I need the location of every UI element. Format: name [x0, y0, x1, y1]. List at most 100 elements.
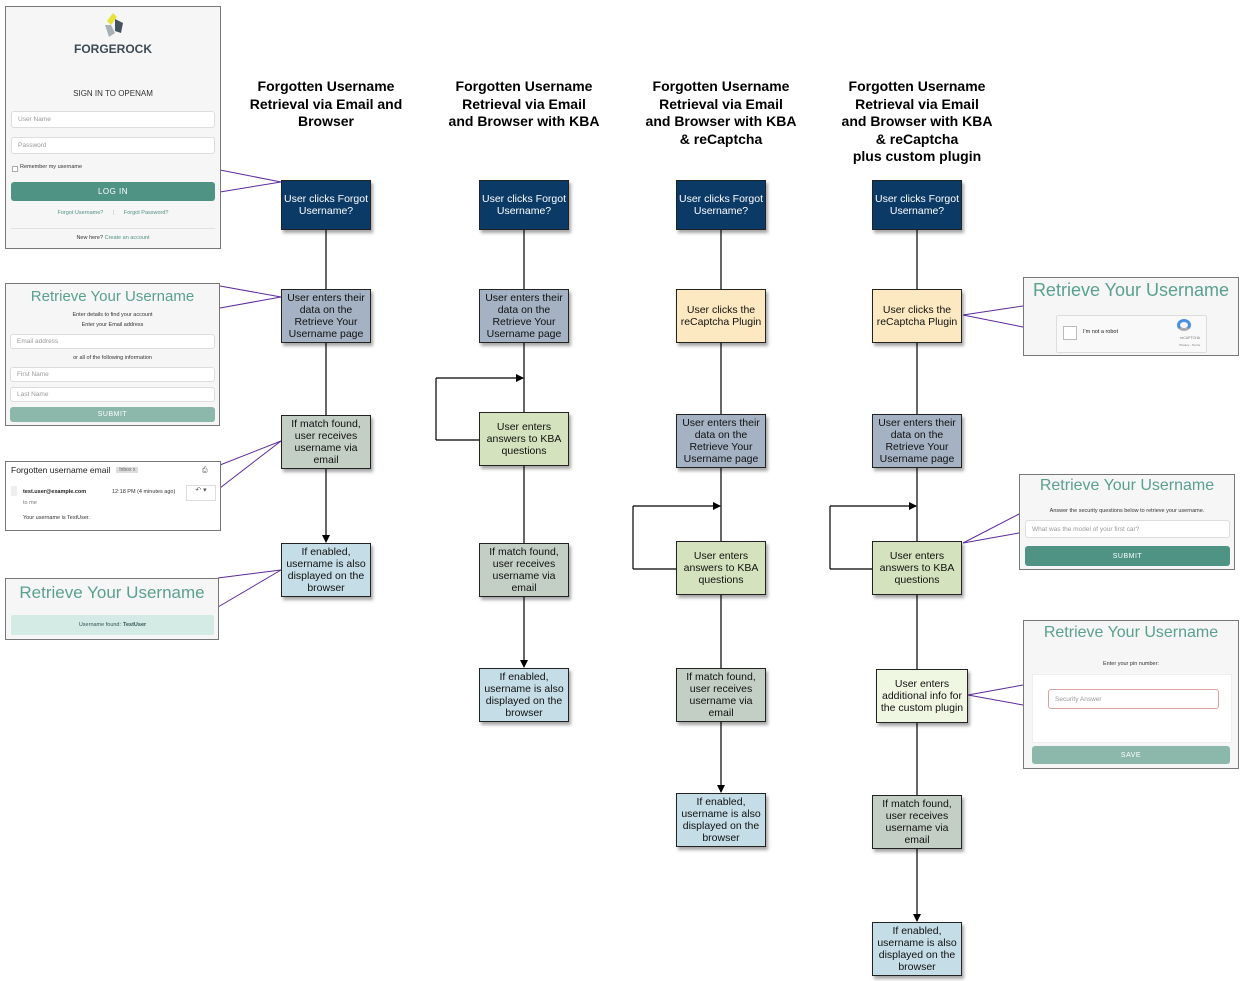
login-button[interactable]: LOG IN	[11, 182, 215, 201]
sender-avatar	[11, 486, 17, 496]
username-input[interactable]: User Name	[11, 111, 215, 128]
inbox-label[interactable]: Inbox x	[116, 467, 139, 473]
pin-panel: Security Answer	[1032, 674, 1232, 743]
screenshot-connector	[967, 684, 1024, 696]
flow-step: User clicks Forgot Username?	[676, 180, 766, 230]
captcha-screenshot: Retrieve Your Username I'm not a robot r…	[1023, 277, 1239, 356]
screenshot-connector	[219, 440, 282, 466]
column-title: Forgotten Username Retrieval via Email a…	[249, 78, 403, 129]
email-header-row: Forgotten username email Inbox x	[11, 465, 139, 475]
email-body: Your username is TestUser.	[23, 515, 90, 521]
flow-step: User enters their data on the Retrieve Y…	[872, 414, 962, 468]
screenshot-connector	[962, 513, 1020, 544]
flow-step: User enters answers to KBA questions	[872, 541, 962, 595]
forgerock-logo-icon	[103, 13, 127, 39]
divider	[11, 228, 215, 229]
column-title: Forgotten Username Retrieval via Email a…	[448, 78, 600, 129]
email-input[interactable]: Email address	[10, 334, 215, 349]
flow-step: If enabled, username is also displayed o…	[479, 668, 569, 722]
flow-step: If enabled, username is also displayed o…	[872, 922, 962, 976]
form-intro: Enter details to find your account	[72, 312, 153, 318]
found-title: Retrieve Your Username	[19, 583, 205, 602]
remember-checkbox[interactable]	[12, 166, 18, 172]
column-title: Forgotten Username Retrieval via Email a…	[841, 78, 993, 164]
screenshot-connector	[219, 285, 282, 298]
flow-step: If match found, user receives username v…	[872, 795, 962, 849]
found-alert: Username found: TestUser	[11, 615, 214, 635]
login-screenshot: FORGEROCK SIGN IN TO OPENAM User Name Pa…	[5, 6, 221, 249]
screenshot-connector	[967, 694, 1024, 706]
flow-step: If enabled, username is also displayed o…	[676, 793, 766, 847]
flow-step: User enters their data on the Retrieve Y…	[281, 289, 371, 343]
flow-step: User clicks Forgot Username?	[872, 180, 962, 230]
email-subject: Forgotten username email	[11, 465, 111, 475]
screenshot-connector	[962, 532, 1020, 544]
reply-button[interactable]: ↶ ▾	[186, 485, 216, 501]
found-message: Username found:	[78, 622, 122, 628]
print-icon[interactable]: ⎙	[202, 467, 208, 474]
screenshot-connector	[962, 305, 1024, 316]
recaptcha-widget[interactable]: I'm not a robot reCAPTCHA Privacy - Term…	[1056, 315, 1207, 353]
recaptcha-links[interactable]: Privacy - Terms	[1179, 343, 1200, 347]
column-title: Forgotten Username Retrieval via Email a…	[645, 78, 797, 147]
flow-step: User enters answers to KBA questions	[479, 412, 569, 466]
flow-step: User clicks Forgot Username?	[479, 180, 569, 230]
pin-title: Retrieve Your Username	[1043, 624, 1219, 641]
flow-step: User clicks the reCaptcha Plugin	[872, 289, 962, 343]
flow-step: User clicks the reCaptcha Plugin	[676, 289, 766, 343]
screenshot-connector	[962, 314, 1024, 328]
pin-screenshot: Retrieve Your Username Enter your pin nu…	[1023, 620, 1239, 769]
save-button[interactable]: SAVE	[1032, 746, 1230, 764]
flow-step: User enters answers to KBA questions	[676, 541, 766, 595]
flow-step: If enabled, username is also displayed o…	[281, 543, 371, 597]
screenshot-connector	[217, 569, 282, 608]
kba-title: Retrieve Your Username	[1039, 477, 1215, 494]
first-name-input[interactable]: First Name	[10, 367, 215, 382]
link-separator: |	[112, 210, 115, 216]
kba-submit-button[interactable]: SUBMIT	[1025, 546, 1230, 566]
screenshot-connector	[217, 569, 282, 579]
flow-step: If match found, user receives username v…	[281, 415, 371, 469]
pin-label: Enter your pin number:	[1103, 661, 1159, 667]
forgot-password-link[interactable]: Forgot Password?	[123, 210, 169, 216]
kba-intro: Answer the security questions below to r…	[1049, 508, 1205, 514]
security-answer-input[interactable]: Security Answer	[1048, 689, 1219, 709]
last-name-input[interactable]: Last Name	[10, 387, 215, 402]
screenshot-connector	[219, 296, 282, 309]
recaptcha-label: I'm not a robot	[1083, 329, 1118, 335]
sender: test.user@example.com	[23, 489, 87, 495]
email-screenshot: Forgotten username email Inbox x ⎙ test.…	[5, 461, 221, 531]
email-to: to me	[23, 500, 37, 506]
form-title: Retrieve Your Username	[30, 288, 195, 305]
or-label: or all of the following information	[73, 355, 152, 361]
signup-row: New here? Create an account	[6, 235, 220, 241]
retrieve-form-screenshot: Retrieve Your Username Enter details to …	[5, 283, 220, 426]
flow-step: If match found, user receives username v…	[479, 543, 569, 597]
flow-step: If match found, user receives username v…	[676, 668, 766, 722]
email-label: Enter your Email address	[81, 322, 144, 328]
remember-label: Remember my username	[20, 164, 83, 170]
captcha-title: Retrieve Your Username	[1032, 280, 1230, 300]
signin-heading: SIGN IN TO OPENAM	[73, 89, 153, 98]
screenshot-connector	[219, 440, 282, 489]
flow-step: User clicks Forgot Username?	[281, 180, 371, 230]
logo-text: FORGEROCK	[74, 42, 152, 56]
forgot-links: Forgot Username? | Forgot Password?	[6, 210, 220, 216]
kba-screenshot: Retrieve Your Username Answer the securi…	[1019, 474, 1235, 570]
found-username: TestUser	[123, 622, 147, 628]
flow-step: User enters additional info for the cust…	[876, 669, 968, 723]
screenshot-connector	[219, 169, 282, 183]
recaptcha-checkbox[interactable]	[1063, 326, 1077, 340]
recaptcha-brand: reCAPTCHA	[1180, 336, 1200, 340]
forgot-username-link[interactable]: Forgot Username?	[57, 210, 104, 216]
submit-button[interactable]: SUBMIT	[10, 407, 215, 422]
email-time: 12:18 PM (4 minutes ago)	[112, 489, 176, 495]
username-found-screenshot: Retrieve Your Username Username found: T…	[5, 578, 219, 640]
kba-answer-input[interactable]: What was the model of your first car?	[1025, 520, 1230, 538]
recaptcha-logo-icon	[1177, 319, 1191, 331]
password-input[interactable]: Password	[11, 137, 215, 154]
screenshot-connector	[219, 181, 282, 193]
create-account-link[interactable]: Create an account	[104, 235, 150, 241]
